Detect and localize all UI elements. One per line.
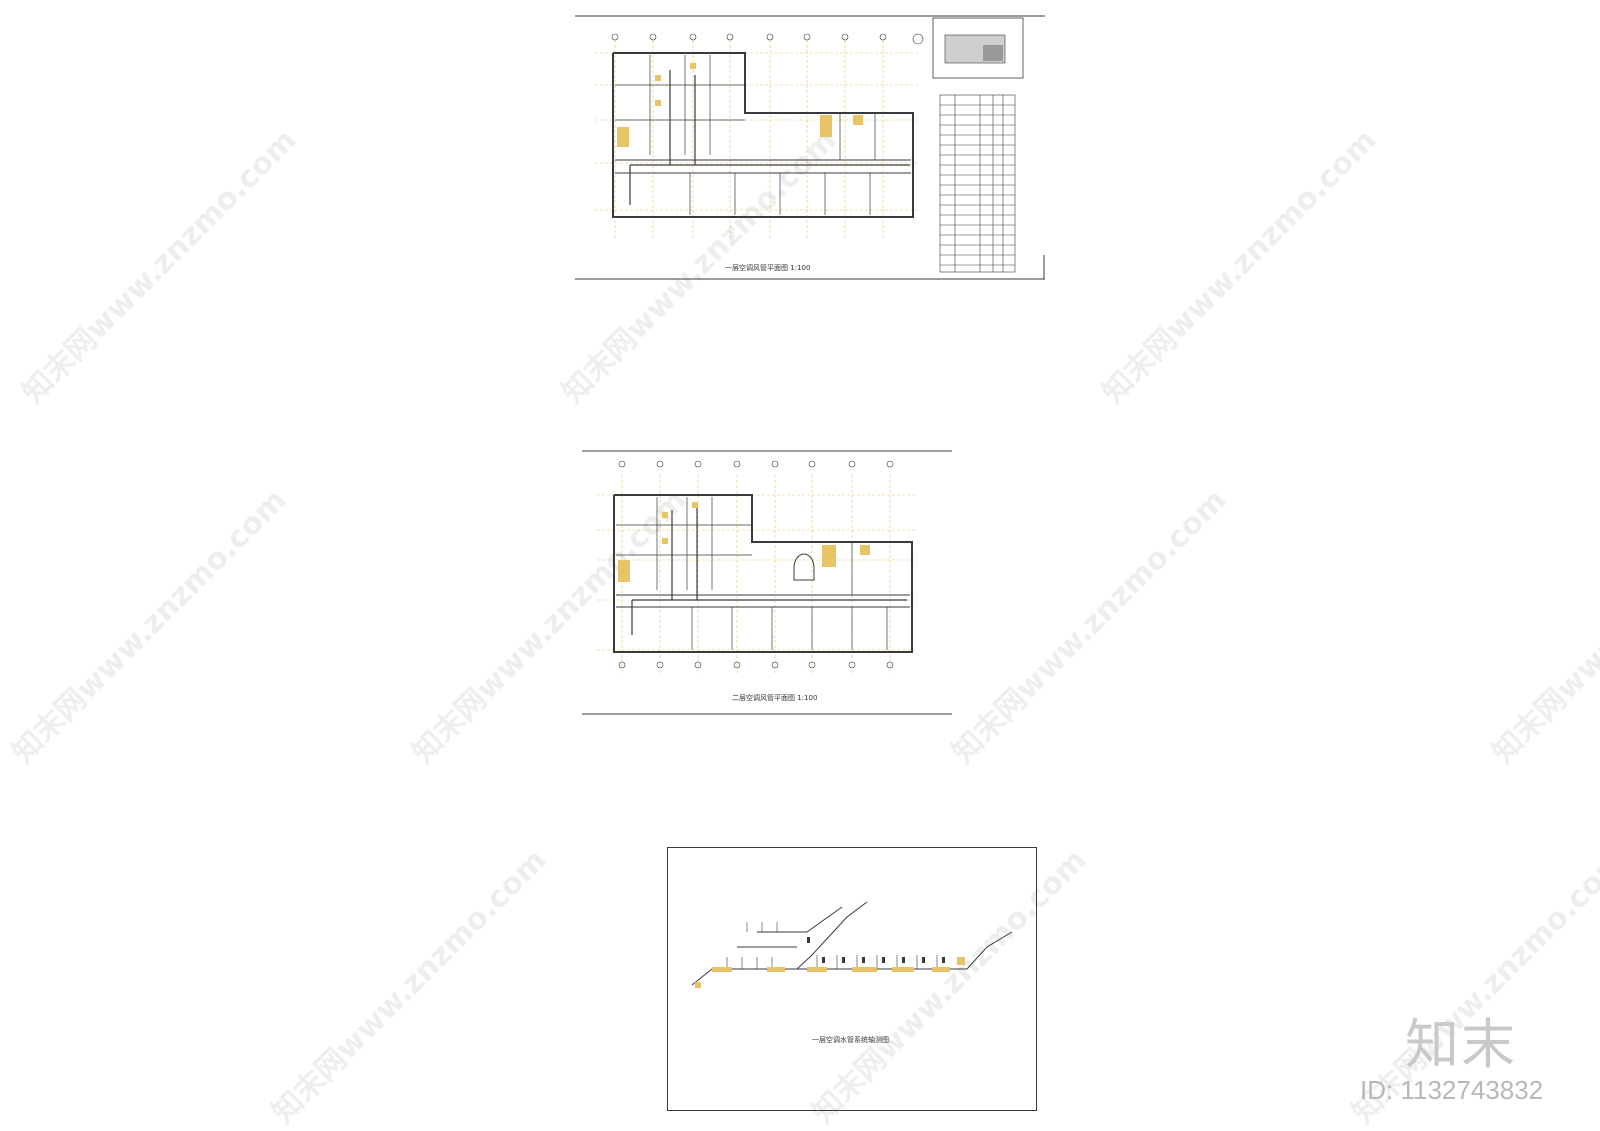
brand-logo: 知末 [1405, 1013, 1517, 1076]
watermark: 知末网www.znzmo.com [5, 482, 294, 771]
drawing-title-2: 二层空调风管平面图 1:100 [732, 694, 818, 702]
floor-plan-1 [575, 15, 1045, 280]
watermark: 知末网www.znzmo.com [1095, 122, 1384, 411]
floor-plan-2 [582, 450, 952, 715]
watermark: 知末网www.znzmo.com [1485, 482, 1600, 771]
isometric-diagram [667, 847, 1037, 1111]
drawing-title-3: 一层空调水管系统轴测图 [812, 1036, 889, 1044]
watermark: 知末网www.znzmo.com [265, 842, 554, 1131]
drawing-sheet-2: 二层空调风管平面图 1:100 [582, 450, 952, 715]
watermark: 知末网www.znzmo.com [15, 122, 304, 411]
watermark: 知末网www.znzmo.com [945, 482, 1234, 771]
drawing-sheet-1: 一层空调风管平面图 1:100 [575, 15, 1045, 280]
drawing-title-1: 一层空调风管平面图 1:100 [725, 264, 811, 272]
asset-id-label: ID: 1132743832 [1360, 1075, 1544, 1105]
drawing-sheet-3: 一层空调水管系统轴测图 [667, 847, 1037, 1111]
